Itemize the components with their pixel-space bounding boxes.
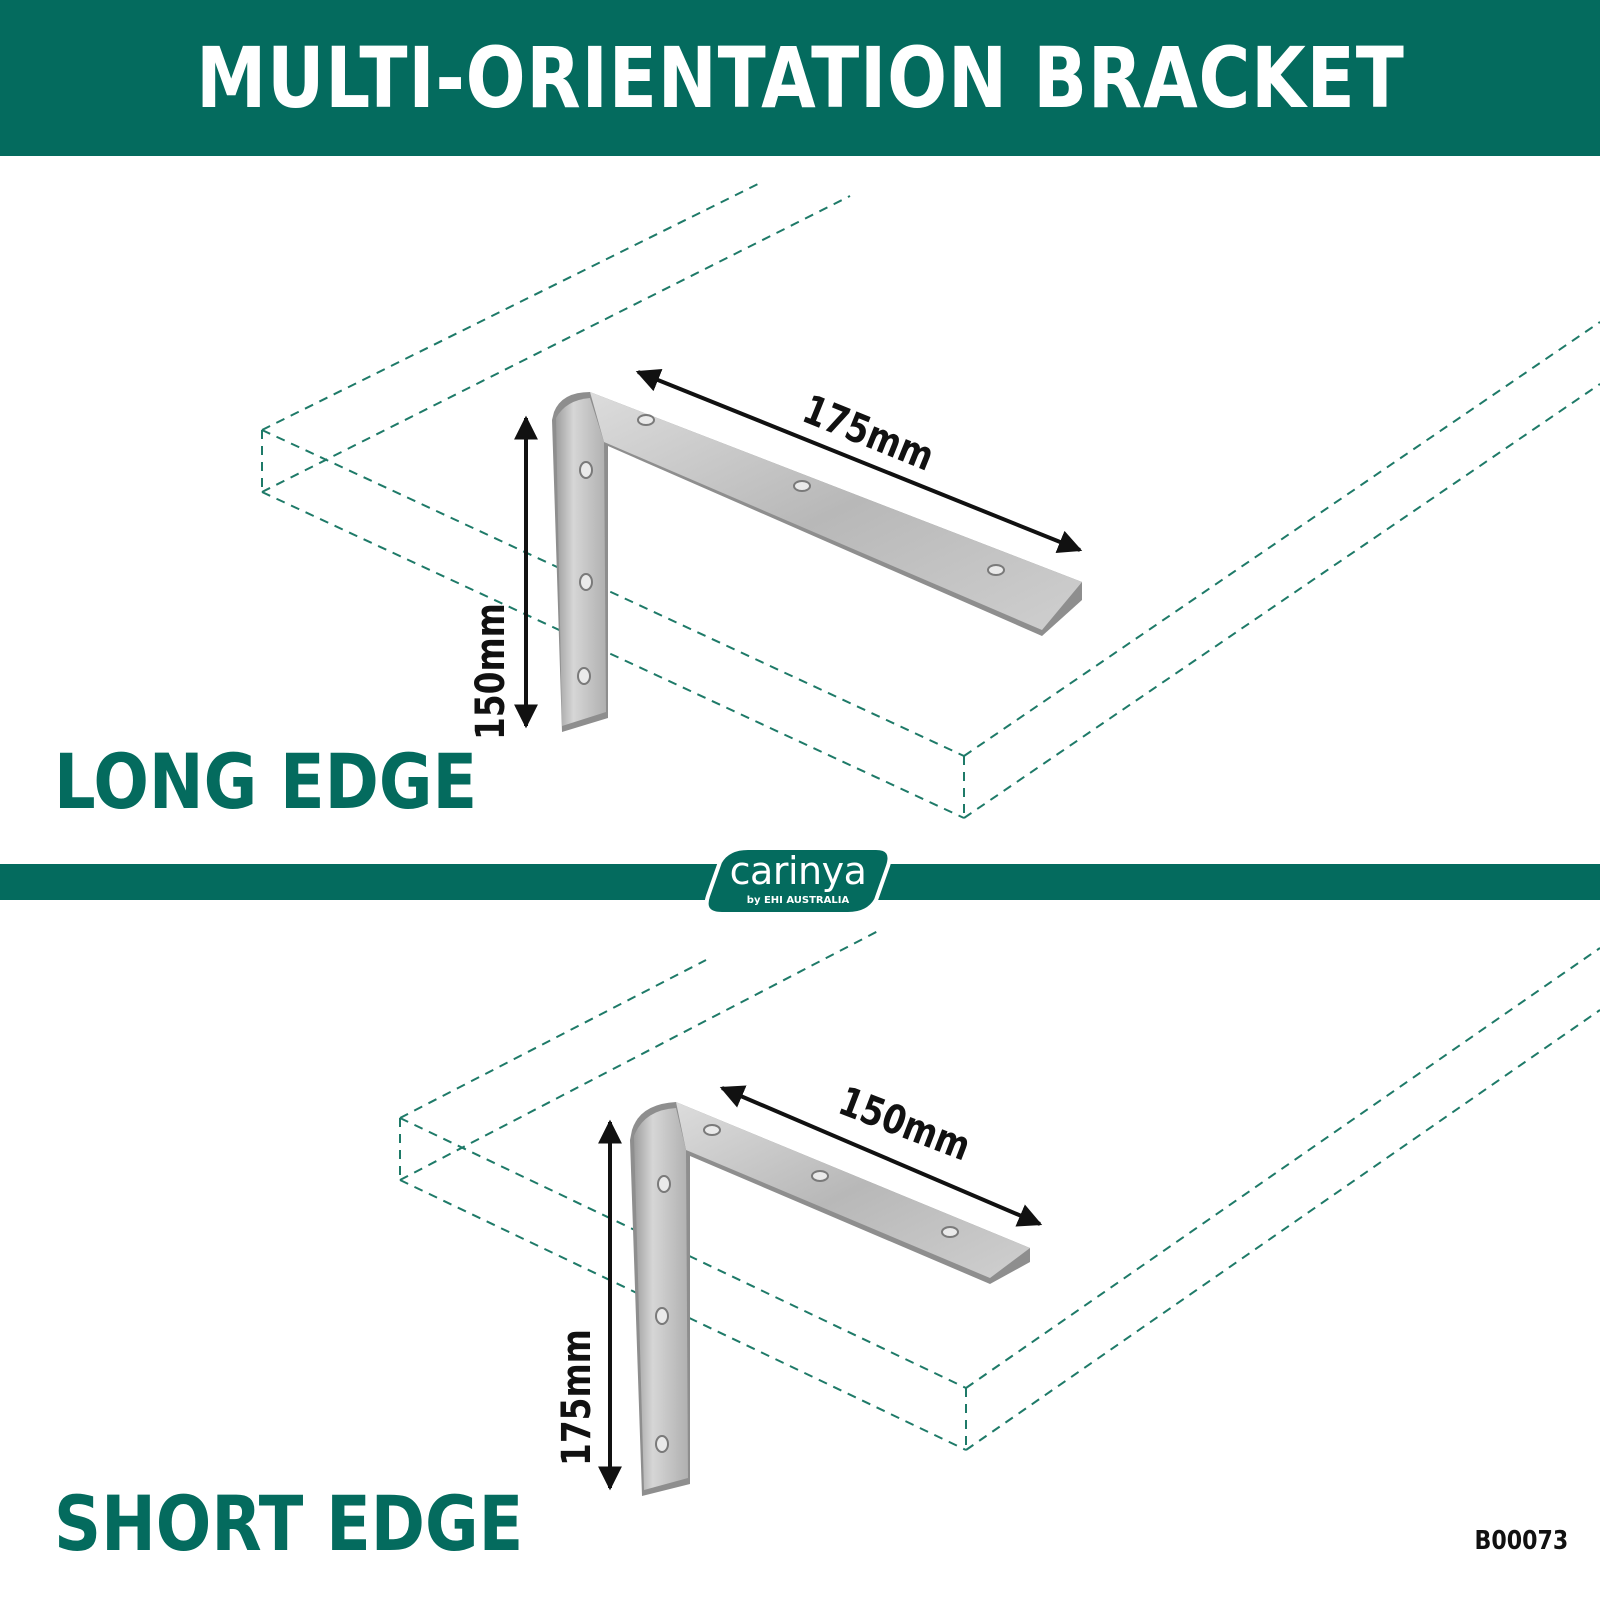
long-edge-dimension-arrows: [514, 368, 1083, 729]
short-edge-vertical-dimension: 175mm: [553, 1329, 600, 1466]
short-edge-shelf-outline: [399, 929, 1600, 1451]
header-banner: MULTI-ORIENTATION BRACKET: [0, 0, 1600, 156]
long-edge-vertical-dimension: 150mm: [467, 603, 514, 740]
brand-logo: carinya by EHI AUSTRALIA: [702, 846, 894, 916]
long-edge-label: LONG EDGE: [54, 737, 478, 826]
short-edge-dimension-arrows: [598, 1085, 1043, 1491]
logo-brand-name: carinya: [729, 849, 867, 893]
long-edge-shelf-outline: [261, 181, 1600, 819]
short-edge-label: SHORT EDGE: [54, 1479, 524, 1568]
product-code: B00073: [1474, 1526, 1568, 1556]
page-title: MULTI-ORIENTATION BRACKET: [195, 29, 1405, 127]
logo-badge-shape: [704, 846, 892, 916]
logo-tagline: by EHI AUSTRALIA: [746, 895, 850, 906]
short-edge-bracket-image: [630, 1102, 1030, 1496]
short-edge-horizontal-dimension: 150mm: [832, 1077, 977, 1170]
